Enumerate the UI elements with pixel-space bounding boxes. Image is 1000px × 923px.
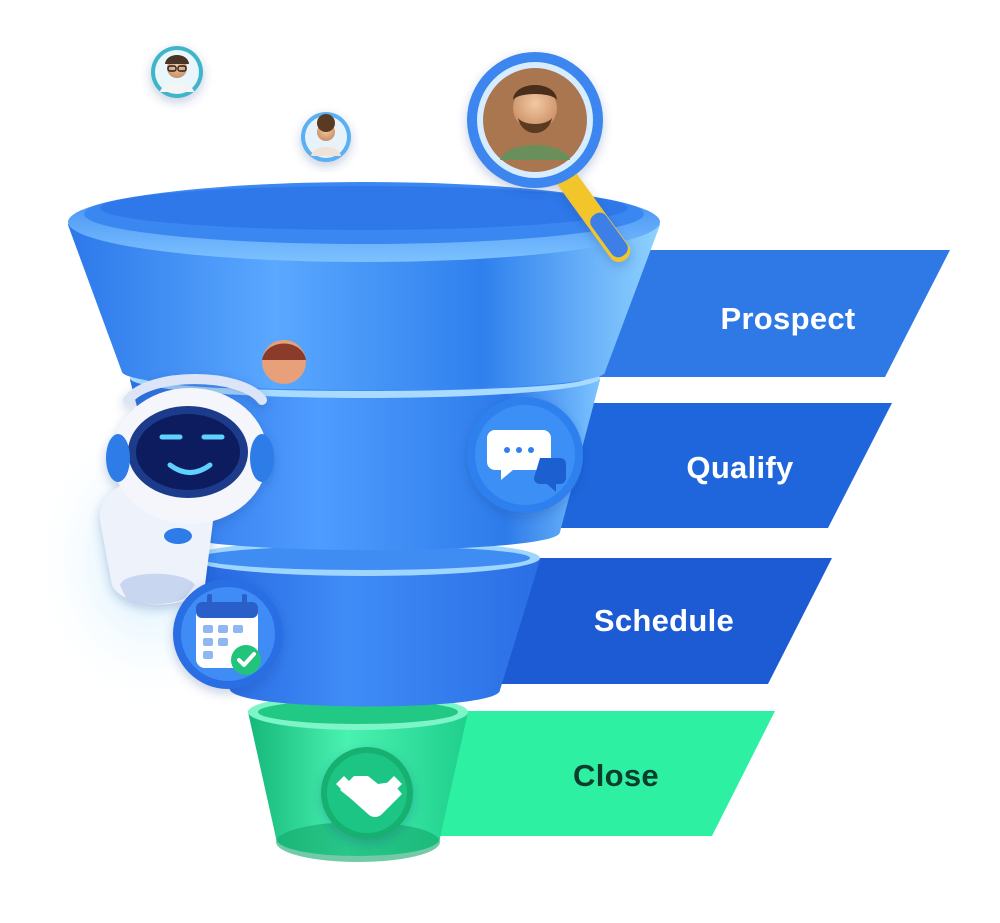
- stage-ribbons: [410, 250, 950, 836]
- stage-label-qualify: Qualify: [686, 450, 794, 485]
- stage-labels: Prospect Qualify Schedule Close: [573, 301, 855, 793]
- funnel-segment-prospect: [68, 182, 660, 390]
- calendar-check-icon: [173, 579, 283, 689]
- stage-label-schedule: Schedule: [594, 603, 734, 638]
- stage-label-prospect: Prospect: [720, 301, 855, 336]
- robot-assistant-icon: [99, 374, 274, 605]
- funnel-segment-schedule: [190, 540, 540, 707]
- chat-bubble-icon: [467, 397, 583, 513]
- magnifier-icon: [467, 52, 631, 262]
- ribbon-prospect: [560, 250, 950, 377]
- avatar-icon: [301, 112, 351, 162]
- ribbon-schedule: [460, 558, 832, 684]
- handshake-icon: [321, 747, 413, 839]
- avatar-icon: [262, 340, 306, 384]
- stage-label-close: Close: [573, 758, 659, 793]
- ribbon-qualify: [510, 403, 892, 528]
- avatar-icon: [151, 46, 203, 98]
- ribbon-close: [410, 711, 775, 836]
